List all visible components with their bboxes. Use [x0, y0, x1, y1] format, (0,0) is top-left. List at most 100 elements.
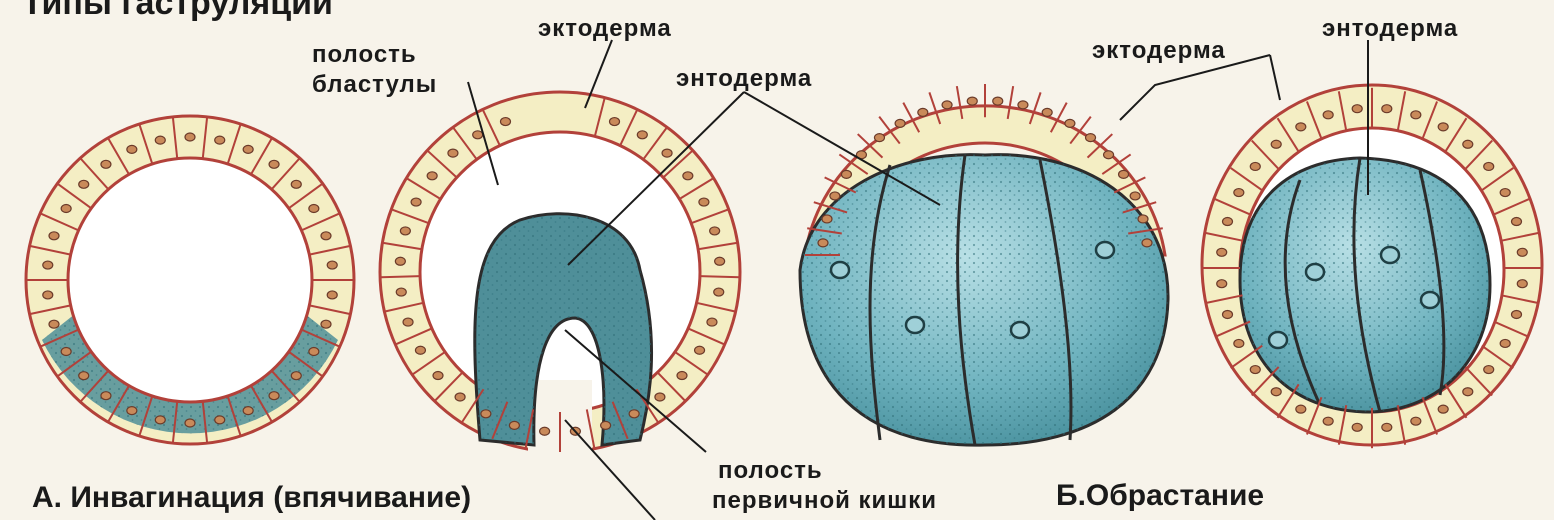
epiboly-cell-2-nucleus [1382, 105, 1392, 113]
invagination-cell-nucleus [448, 149, 458, 157]
entoderm-nucleus [1381, 247, 1399, 263]
entoderm-nucleus [1011, 322, 1029, 338]
epiboly-cell-1-nucleus [818, 239, 828, 247]
invagination-cell-nucleus [400, 227, 410, 235]
caption-invagination: А. Инвагинация (впячивание) [32, 482, 471, 514]
epiboly-cell-2-nucleus [1438, 123, 1448, 131]
epiboly-figure-1 [800, 84, 1168, 445]
invagination-cell-nucleus [710, 227, 720, 235]
label-ectoderm-invagination: эктодерма [538, 16, 672, 41]
epiboly-cell-2-nucleus [1250, 162, 1260, 170]
epiboly-cell-2-nucleus [1217, 280, 1227, 288]
epiboly-cell-1-nucleus [895, 119, 905, 127]
blastula-cell-nucleus [291, 180, 301, 188]
invagination-cell-wall [380, 276, 420, 277]
invagination-cell-nucleus [473, 131, 483, 139]
invagination-cell-nucleus [395, 257, 405, 265]
invagination-cell-nucleus [714, 288, 724, 296]
blastula-cell-nucleus [61, 348, 71, 356]
epiboly-cell-1-nucleus [942, 101, 952, 109]
invagination-cell-nucleus [715, 257, 725, 265]
epiboly-cell-2-nucleus [1382, 423, 1392, 431]
blastula-cell-nucleus [215, 416, 225, 424]
label-gut-cavity-line2: первичной кишки [712, 488, 937, 513]
invagination-cell-nucleus [415, 346, 425, 354]
blastula-cell-nucleus [291, 372, 301, 380]
epiboly-cell-1-nucleus [1138, 215, 1148, 223]
invagination-cell-nucleus [662, 149, 672, 157]
invagination-cell-nucleus [699, 198, 709, 206]
epiboly-cell-1-nucleus [822, 215, 832, 223]
blastula-cell-nucleus [327, 291, 337, 299]
blastula-cell-nucleus [101, 160, 111, 168]
blastula-cell-nucleus [269, 392, 279, 400]
blastula-cell-nucleus [127, 145, 137, 153]
label-entoderm-invagination: энтодерма [676, 66, 812, 91]
epiboly-cell-2-nucleus [1223, 310, 1233, 318]
epiboly-cell-2-nucleus [1500, 189, 1510, 197]
invagination-cell-nucleus [481, 410, 491, 418]
epiboly-cell-1-nucleus [1065, 119, 1075, 127]
invagination-cell-nucleus [540, 427, 550, 435]
epiboly-cell-1-nucleus [1086, 134, 1096, 142]
label-entoderm-epiboly: энтодерма [1322, 16, 1458, 41]
invagination-cell-nucleus [655, 393, 665, 401]
epiboly-cell-1-nucleus [1119, 170, 1129, 178]
blastula-cell-nucleus [321, 232, 331, 240]
invagination-cell-nucleus [500, 118, 510, 126]
epiboly-cell-2-nucleus [1484, 162, 1494, 170]
epiboly-cell-2-nucleus [1271, 388, 1281, 396]
epiboly-cell-2-nucleus [1517, 248, 1527, 256]
epiboly-cell-2-nucleus [1352, 105, 1362, 113]
epiboly-cell-2-nucleus [1352, 423, 1362, 431]
epiboly-cell-2-nucleus [1323, 417, 1333, 425]
blastula-cell-nucleus [43, 261, 53, 269]
epiboly-cell-2-nucleus [1411, 111, 1421, 119]
blastula-cell-nucleus [243, 407, 253, 415]
blastula-cell-nucleus [327, 261, 337, 269]
label-ectoderm-epiboly: эктодерма [1092, 38, 1226, 63]
epiboly-cell-2-nucleus [1234, 189, 1244, 197]
epiboly-cell-2-nucleus [1463, 388, 1473, 396]
caption-epiboly: Б.Обрастание [1056, 480, 1264, 512]
entoderm-nucleus [1269, 332, 1287, 348]
epiboly-cell-2-nucleus [1500, 339, 1510, 347]
epiboly-cell-2-nucleus [1217, 248, 1227, 256]
blastula-cell-nucleus [185, 419, 195, 427]
epiboly-cell-1-nucleus [830, 192, 840, 200]
epiboly-cell-2-nucleus [1271, 140, 1281, 148]
page-title: Типы гаструляции [22, 0, 333, 22]
label-blastula-cavity-line1: полость [312, 42, 417, 67]
blastula-cell-nucleus [61, 205, 71, 213]
entoderm-nucleus [831, 262, 849, 278]
epiboly-cell-1-nucleus [1018, 101, 1028, 109]
epiboly-cell-2-nucleus [1250, 366, 1260, 374]
blastula-cell-nucleus [49, 320, 59, 328]
epiboly-cell-2-nucleus [1411, 417, 1421, 425]
entoderm-nucleus [1421, 292, 1439, 308]
epiboly-cell-1-nucleus [993, 97, 1003, 105]
invagination-cell-nucleus [403, 318, 413, 326]
invagination-cell-nucleus [455, 393, 465, 401]
epiboly-cell-1-nucleus [1130, 192, 1140, 200]
label-gut-cavity-line1: полость [718, 458, 823, 483]
blastula-cell-nucleus [101, 392, 111, 400]
blastula-cell-nucleus [321, 320, 331, 328]
invagination-cell-nucleus [610, 118, 620, 126]
invagination-cell-nucleus [433, 372, 443, 380]
epiboly-cell-1-nucleus [1042, 108, 1052, 116]
invagination-cell-nucleus [411, 198, 421, 206]
invagination-cell-nucleus [396, 288, 406, 296]
invagination-cell-nucleus [601, 421, 611, 429]
epiboly-cell-2-nucleus [1484, 366, 1494, 374]
blastula-cell-nucleus [155, 416, 165, 424]
blastula-cell-nucleus [309, 348, 319, 356]
blastula-cell-nucleus [43, 291, 53, 299]
invagination-cell-wall [700, 276, 740, 277]
epiboly-cell-2-nucleus [1463, 140, 1473, 148]
invagination-cell-nucleus [427, 172, 437, 180]
epiboly-cell-2-nucleus [1517, 280, 1527, 288]
blastula-cell-nucleus [215, 136, 225, 144]
epiboly-cell-2-nucleus [1511, 218, 1521, 226]
